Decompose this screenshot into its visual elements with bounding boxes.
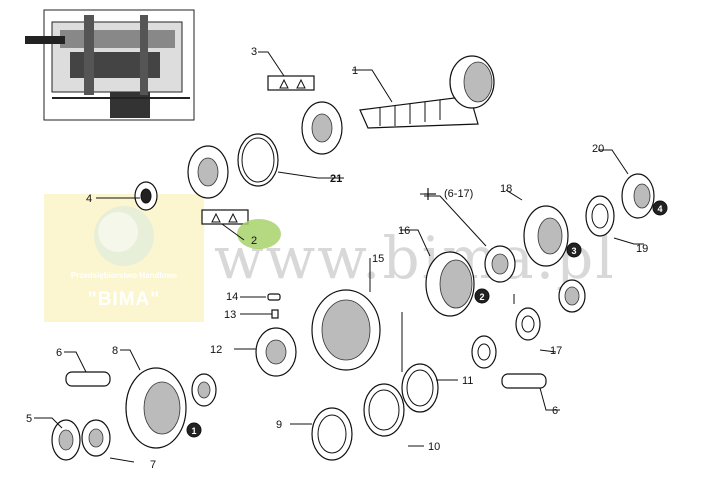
callout-6-right: 6: [552, 405, 558, 417]
callout-16: 16: [398, 225, 410, 237]
callout-14: 14: [226, 291, 238, 303]
part-6-pin-left: [65, 371, 111, 387]
callout-19: 19: [636, 243, 648, 255]
svg-text:2: 2: [479, 292, 484, 302]
callout-4: 4: [86, 193, 92, 205]
part-needle-bearing-far-right: [558, 279, 586, 313]
part-needle-bearing-right: [484, 245, 516, 283]
callout-9: 9: [276, 419, 282, 431]
callout-21: 21: [330, 173, 342, 185]
part-bushing-mid: [471, 335, 497, 369]
part-3-shims: [267, 75, 315, 91]
part-6-pin-right: [501, 373, 547, 389]
svg-text:3: 3: [571, 246, 576, 256]
part-17-bushing: [515, 307, 541, 341]
svg-text:1: 1: [191, 426, 196, 436]
bearing-top: [301, 101, 343, 155]
part-4-seal: [134, 181, 158, 211]
part-14-pin: [267, 293, 281, 301]
part-7-bearing: [81, 419, 111, 457]
part-19-bushing: [585, 195, 615, 237]
gearbox-thumbnail: [25, 9, 195, 121]
part-13-spring: [271, 309, 279, 319]
callout-10: 10: [428, 441, 440, 453]
part-small-bearing-8: [191, 373, 217, 407]
part-21-ring: [237, 133, 279, 187]
part-8-gear: [125, 367, 187, 449]
part-20-gear: [621, 173, 655, 219]
watermark-company-line: Przedsiębiorstwo Handlowe: [71, 271, 178, 280]
bearing-left: [187, 145, 229, 199]
part-5-sleeve: [51, 419, 81, 461]
callout-7: 7: [150, 459, 156, 471]
callout-6-left: 6: [56, 347, 62, 359]
callout-11: 11: [462, 375, 473, 387]
callout-12: 12: [210, 344, 222, 356]
part-10-ring: [363, 383, 405, 437]
callout-5: 5: [26, 413, 32, 425]
watermark-company-name: "BIMA": [88, 289, 161, 310]
svg-text:4: 4: [657, 204, 662, 214]
marker-1: 1: [186, 422, 202, 438]
part-1-main-shaft: [359, 55, 495, 129]
callout-13: 13: [224, 309, 236, 321]
range-marker: (6-17): [424, 188, 473, 200]
part-18-gear: [523, 205, 569, 267]
callout-8: 8: [112, 345, 118, 357]
watermark-logo: Przedsiębiorstwo Handlowe "BIMA": [44, 194, 204, 322]
callout-20: 20: [592, 143, 604, 155]
marker-3: 3: [566, 242, 582, 258]
callout-18: 18: [500, 183, 512, 195]
part-12-hub: [255, 327, 297, 377]
part-16-gear: [425, 251, 475, 317]
highlight-marker: [237, 219, 281, 249]
leader-lines: [34, 51, 644, 463]
callout-3: 3: [251, 46, 257, 58]
callout-2: 2: [251, 235, 257, 247]
part-11-ring: [401, 363, 439, 413]
part-2-shims: [201, 209, 249, 225]
callout-range-6-17: (6-17): [444, 188, 473, 200]
callout-17: 17: [550, 345, 562, 357]
part-15-sleeve: [311, 289, 381, 371]
callout-15: 15: [372, 253, 384, 265]
marker-2: 2: [474, 288, 490, 304]
part-9-ring: [311, 407, 353, 461]
callout-1: 1: [352, 65, 358, 77]
marker-4: 4: [652, 200, 668, 216]
